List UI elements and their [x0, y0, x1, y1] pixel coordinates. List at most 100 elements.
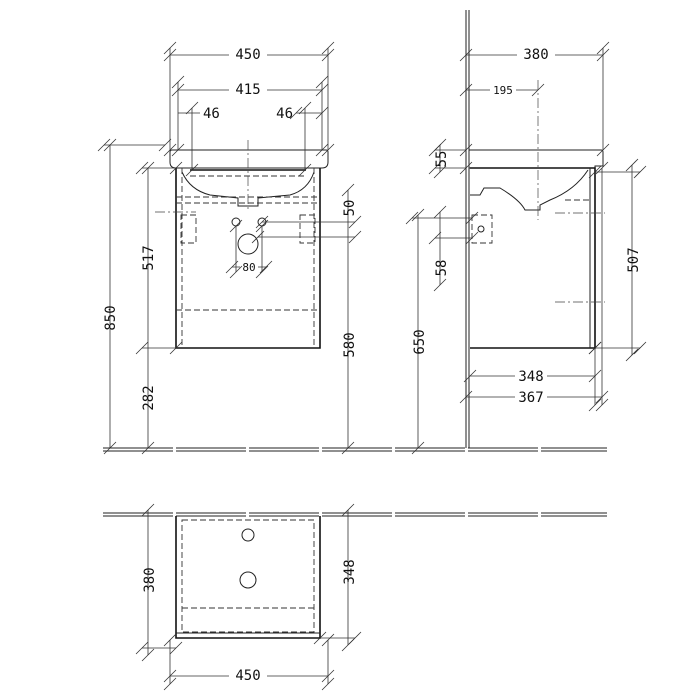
dimension-tick [405, 211, 419, 225]
bracket-left [180, 214, 197, 244]
dimension-tick [321, 48, 335, 62]
dimension-tick [103, 441, 117, 455]
dimension-tick [163, 143, 177, 157]
dimension-tick [341, 441, 355, 455]
dimension-tick [255, 215, 269, 229]
dim-top-thickness: 55 [434, 151, 450, 168]
dimension-tick [459, 143, 473, 157]
dimension-tick [169, 641, 183, 655]
dimension-tick [341, 638, 355, 652]
dimension-tick [321, 41, 335, 55]
supply-hole-plan [241, 528, 255, 542]
dimension-tick [229, 219, 243, 233]
dim-bracket-level: 650 [412, 329, 428, 354]
dimension-tick [171, 143, 185, 157]
dimension-tick [625, 158, 639, 172]
cabinet-plan [175, 516, 321, 639]
dim-depth-total: 380 [523, 47, 548, 63]
dimension-tick [225, 260, 239, 274]
dimension-tick [321, 633, 335, 647]
drain-hole [237, 233, 259, 255]
dimension-tick [595, 398, 609, 412]
dimension-tick [596, 48, 610, 62]
dimension-tick [433, 205, 447, 219]
dimension-tick [531, 83, 545, 97]
dimension-tick [588, 398, 602, 412]
front-view: 450 415 46 46 850 517 282 50 580 80 [103, 47, 358, 448]
dim-plan-cabinet-depth: 348 [342, 559, 358, 584]
dimension-tick [411, 208, 425, 222]
dimension-tick [411, 441, 425, 455]
dim-height-total: 850 [103, 305, 119, 330]
basin-section [470, 169, 589, 211]
dimension-tick [163, 48, 177, 62]
dim-hole-spacing: 80 [242, 261, 255, 274]
dimension-tick [348, 215, 362, 229]
dim-floor-clearance: 282 [141, 385, 157, 410]
dimension-tick [459, 390, 473, 404]
dimension-tick [459, 161, 473, 175]
dimension-tick [141, 503, 155, 517]
dimension-tick [463, 369, 477, 383]
dimension-tick [163, 41, 177, 55]
dimension-tick [97, 138, 111, 152]
dimension-tick [465, 231, 479, 245]
dimension-tick [185, 101, 199, 115]
dimension-tick [625, 348, 639, 362]
dimension-tick [171, 75, 185, 89]
basin-outline [181, 171, 315, 207]
dimension-tick [433, 138, 447, 152]
dimension-tick [255, 265, 269, 279]
dimension-tick [348, 230, 362, 244]
cabinet-side [470, 167, 596, 349]
dimension-tick [163, 633, 177, 647]
dim-plan-width: 450 [235, 668, 260, 684]
dimension-tick [259, 260, 273, 274]
dimension-tick [229, 265, 243, 279]
dimension-tick [588, 165, 602, 179]
dimension-tick [595, 390, 609, 404]
dimension-tick [315, 83, 329, 97]
dimension-tick [251, 230, 265, 244]
dimension-tick [163, 669, 177, 683]
dimension-tick [163, 677, 177, 691]
dimension-tick [141, 441, 155, 455]
dim-hole-height: 580 [342, 332, 358, 357]
dimension-tick [595, 161, 609, 175]
dimension-tick [141, 161, 155, 175]
dimension-tick [135, 341, 149, 355]
dimension-tick [321, 677, 335, 691]
dimension-tick [465, 211, 479, 225]
dim-hole-offset: 50 [342, 200, 358, 217]
side-view: 380 195 55 58 650 507 348 367 [412, 10, 642, 448]
dim-width-basin: 415 [235, 82, 260, 98]
dimension-tick [321, 669, 335, 683]
dim-width-total: 450 [235, 47, 260, 63]
dimension-tick [433, 278, 447, 292]
dimension-tick [135, 641, 149, 655]
dimension-tick [289, 106, 303, 120]
dim-drain-center: 195 [493, 84, 513, 97]
dimension-tick [298, 101, 312, 115]
plan-view: 380 348 450 [103, 510, 607, 684]
drain-hole-plan [239, 571, 257, 589]
dim-plan-depth-total: 380 [142, 567, 158, 592]
dimension-tick [171, 83, 185, 97]
dimension-tick [315, 106, 329, 120]
cabinet-front [175, 168, 321, 349]
dimension-tick [428, 161, 442, 175]
bracket-right [299, 214, 316, 244]
dimension-tick [596, 143, 610, 157]
floor-line [103, 447, 607, 452]
dimension-tick [321, 143, 335, 157]
dim-cabinet-height: 517 [141, 245, 157, 270]
dimension-tick [588, 341, 602, 355]
dimension-tick [459, 48, 473, 62]
dimension-tick [313, 631, 327, 645]
dimension-tick [588, 369, 602, 383]
dim-cabinet-depth: 348 [518, 369, 543, 385]
bracket-side [471, 214, 493, 244]
dimension-tick [169, 341, 183, 355]
